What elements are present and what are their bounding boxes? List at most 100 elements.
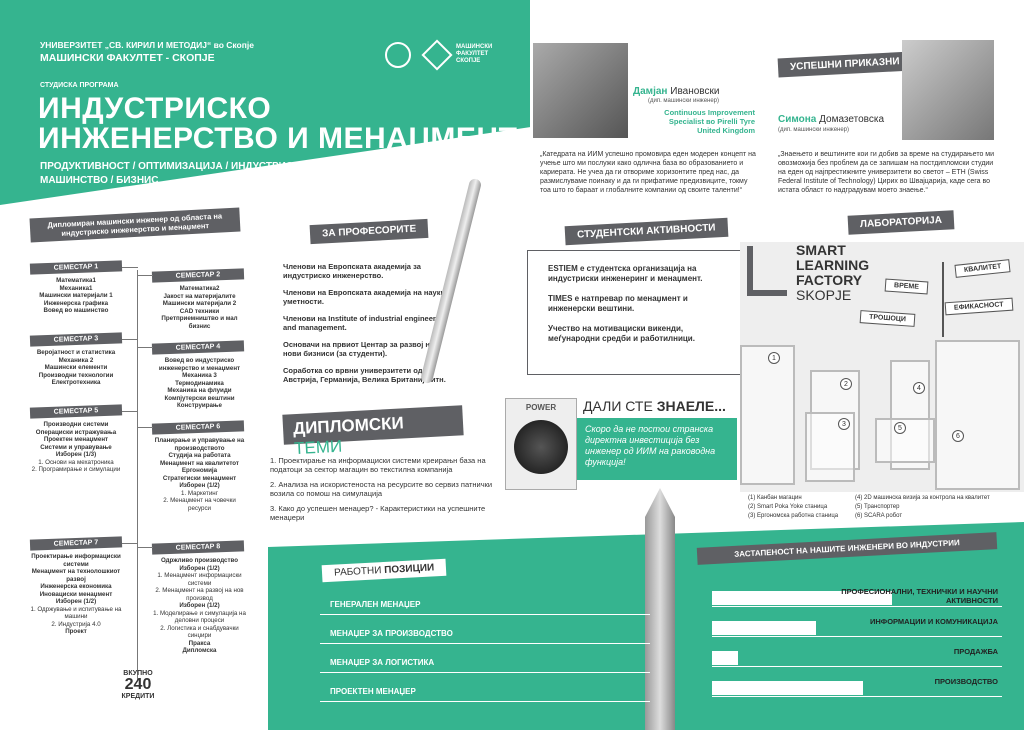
person1-first: Дамјан — [633, 86, 668, 97]
station-number: 4 — [913, 382, 925, 394]
person1-name: Дамјан Ивановски — [633, 86, 719, 97]
lab-banner: ЛАБОРАТОРИЈА — [847, 210, 955, 235]
professor-fact: Членови на Institute of industrial engin… — [283, 314, 448, 332]
semester-label: СЕМЕСТАР 4 — [151, 340, 245, 355]
course-item: Одржливо производство — [160, 557, 239, 564]
course-item: 1. Основи на мехатроника — [38, 458, 114, 466]
lab-legend-left: (1) Канбан магацин(2) Smart Poka Yoke ст… — [748, 494, 858, 521]
course-item: 2. Логистика и снабдувачки синџири — [160, 624, 239, 640]
lab-legend-right: (4) 2D машинска визија за контрола на кв… — [855, 494, 1020, 521]
timeline-connector — [137, 547, 153, 548]
course-item: Ергономија — [181, 467, 218, 474]
course-item: 1. Моделирање и симулација на деловни пр… — [153, 609, 246, 625]
course-item: Иновациски менаџмент — [39, 590, 113, 598]
timeline-connector — [137, 275, 153, 276]
professor-fact: Членови на Европската академија на науки… — [283, 288, 452, 306]
semester-label: СЕМЕСТАР 3 — [29, 332, 123, 347]
position-row: МЕНАЏЕР ЗА ПРОИЗВОДСТВО — [320, 629, 650, 644]
position-row: ГЕНЕРАЛЕН МЕНАЏЕР — [320, 600, 650, 615]
positions-title-b: ПОЗИЦИИ — [383, 562, 435, 576]
industry-bar-line — [712, 696, 1002, 697]
lab-legend-item: (5) Транспортер — [855, 504, 900, 510]
course-item: Менаџмент на технолошкиот развој — [31, 568, 121, 583]
power-label: POWER — [525, 403, 557, 412]
diploma-title-a: ДИПЛОМСКИ — [292, 413, 405, 439]
industry-bar — [712, 651, 738, 665]
position-row: МЕНАЏЕР ЗА ЛОГИСТИКА — [320, 658, 650, 673]
course-item: Вовед во индустриско инженерство и менаџ… — [158, 357, 241, 372]
lab-station — [935, 340, 1020, 490]
lab-legend-item: (4) 2D машинска визија за контрола на кв… — [855, 495, 990, 501]
semester-block: СЕМЕСТАР 6 Планирање и управување на прои… — [151, 420, 247, 512]
position-label: МЕНАЏЕР ЗА ПРОИЗВОДСТВО — [330, 629, 453, 638]
course-item: Изборен (1/2) — [179, 564, 220, 572]
title-line1: ИНДУСТРИСКО — [38, 92, 272, 125]
industry-bar-label: ПРОДАЖБА — [953, 647, 998, 656]
course-item: Инженерска графика — [43, 299, 109, 307]
activities-box — [527, 250, 742, 375]
person1-degree: (дип. машински инженер) — [648, 98, 720, 104]
course-item: Менаџмент на квалитетот — [160, 459, 239, 467]
person1-role: Continuous Improvement Specialist во Pir… — [664, 108, 755, 135]
course-item: Механика 2 — [58, 356, 94, 364]
industry-bar-line — [712, 666, 1002, 667]
course-item: 1. Маркетинг — [181, 489, 218, 497]
diploma-topic: 2. Анализа на искористеноста на ресурсит… — [270, 480, 493, 498]
lab-sign: ВРЕМЕ — [884, 278, 929, 295]
activities-list: ESTIEM е студентска организација на инду… — [548, 264, 728, 354]
station-number: 6 — [952, 430, 964, 442]
didyouknow-text: Скоро да не постои странска директна инв… — [585, 424, 716, 467]
course-item: Изборен (1/2) — [179, 482, 220, 489]
activity-item: Учество на мотивациски викенди, меѓунаро… — [548, 324, 695, 343]
university-name: УНИВЕРЗИТЕТ „СВ. КИРИЛ И МЕТОДИЈ“ во Ско… — [40, 40, 254, 50]
lab-legend-item: (3) Ергономска работна станица — [748, 513, 839, 519]
person2-photo — [902, 40, 994, 140]
lab-sign: КВАЛИТЕТ — [954, 259, 1011, 278]
industry-bar-line — [712, 636, 1002, 637]
didyouknow-title-a: ДАЛИ СТЕ — [583, 398, 653, 414]
didyouknow-title-b: ЗНАЕЛЕ... — [656, 398, 726, 414]
course-item: Изборен (1/2) — [179, 602, 220, 609]
degree-banner-text: Дипломиран машински инженер од областа н… — [47, 211, 223, 238]
semester-block: СЕМЕСТАР 4 Вовед во индустриско инженерст… — [151, 340, 247, 410]
diploma-topic: 3. Како до успешен менаџер? - Карактерис… — [270, 504, 486, 522]
course-item: Механика1 — [59, 284, 93, 292]
diploma-topic: 1. Проектирање на информациски системи к… — [270, 456, 486, 474]
professors-list: Членови на Европската академија за индус… — [283, 262, 453, 392]
station-number: 5 — [894, 422, 906, 434]
slf-logo-line: SKOPJE — [796, 287, 852, 303]
faculty-logo-text: МАШИНСКИ ФАКУЛТЕТ СКОПЈЕ — [456, 44, 493, 64]
position-row: ПРОЕКТЕН МЕНАЏЕР — [320, 687, 650, 702]
industry-bar — [712, 681, 863, 695]
timeline-connector — [137, 427, 153, 428]
station-number: 1 — [768, 352, 780, 364]
lab-sign: ЕФИКАСНОСТ — [944, 297, 1013, 316]
didyouknow-box: Скоро да не постои странска директна инв… — [577, 418, 737, 480]
course-item: 2. Индустрија 4.0 — [51, 620, 101, 628]
slf-logo-icon — [747, 246, 787, 296]
timeline-connector — [122, 543, 138, 544]
diploma-banner: ДИПЛОМСКИ ТЕМИ — [282, 405, 464, 458]
course-item: Конструирање — [177, 402, 222, 409]
semester-label: СЕМЕСТАР 6 — [151, 420, 245, 435]
degree-banner: Дипломиран машински инженер од областа н… — [29, 207, 241, 243]
industry-bar-label: ПРОИЗВОДСТВО — [934, 677, 998, 686]
course-item: Машински елементи — [44, 364, 108, 371]
program-label: СТУДИСКА ПРОГРАМА — [40, 82, 119, 89]
course-item: CAD техники — [179, 307, 220, 315]
credits-line1: ВКУПНО — [123, 670, 153, 677]
sign-pole — [942, 262, 944, 337]
timeline-connector — [122, 411, 138, 412]
course-item: 2. Менаџмент на човечки ресурси — [163, 497, 236, 512]
semester-courses: Планирање и управување на производството… — [152, 437, 247, 512]
timeline-line — [137, 270, 138, 680]
didyouknow-title: ДАЛИ СТЕ ЗНАЕЛЕ... — [583, 398, 726, 414]
